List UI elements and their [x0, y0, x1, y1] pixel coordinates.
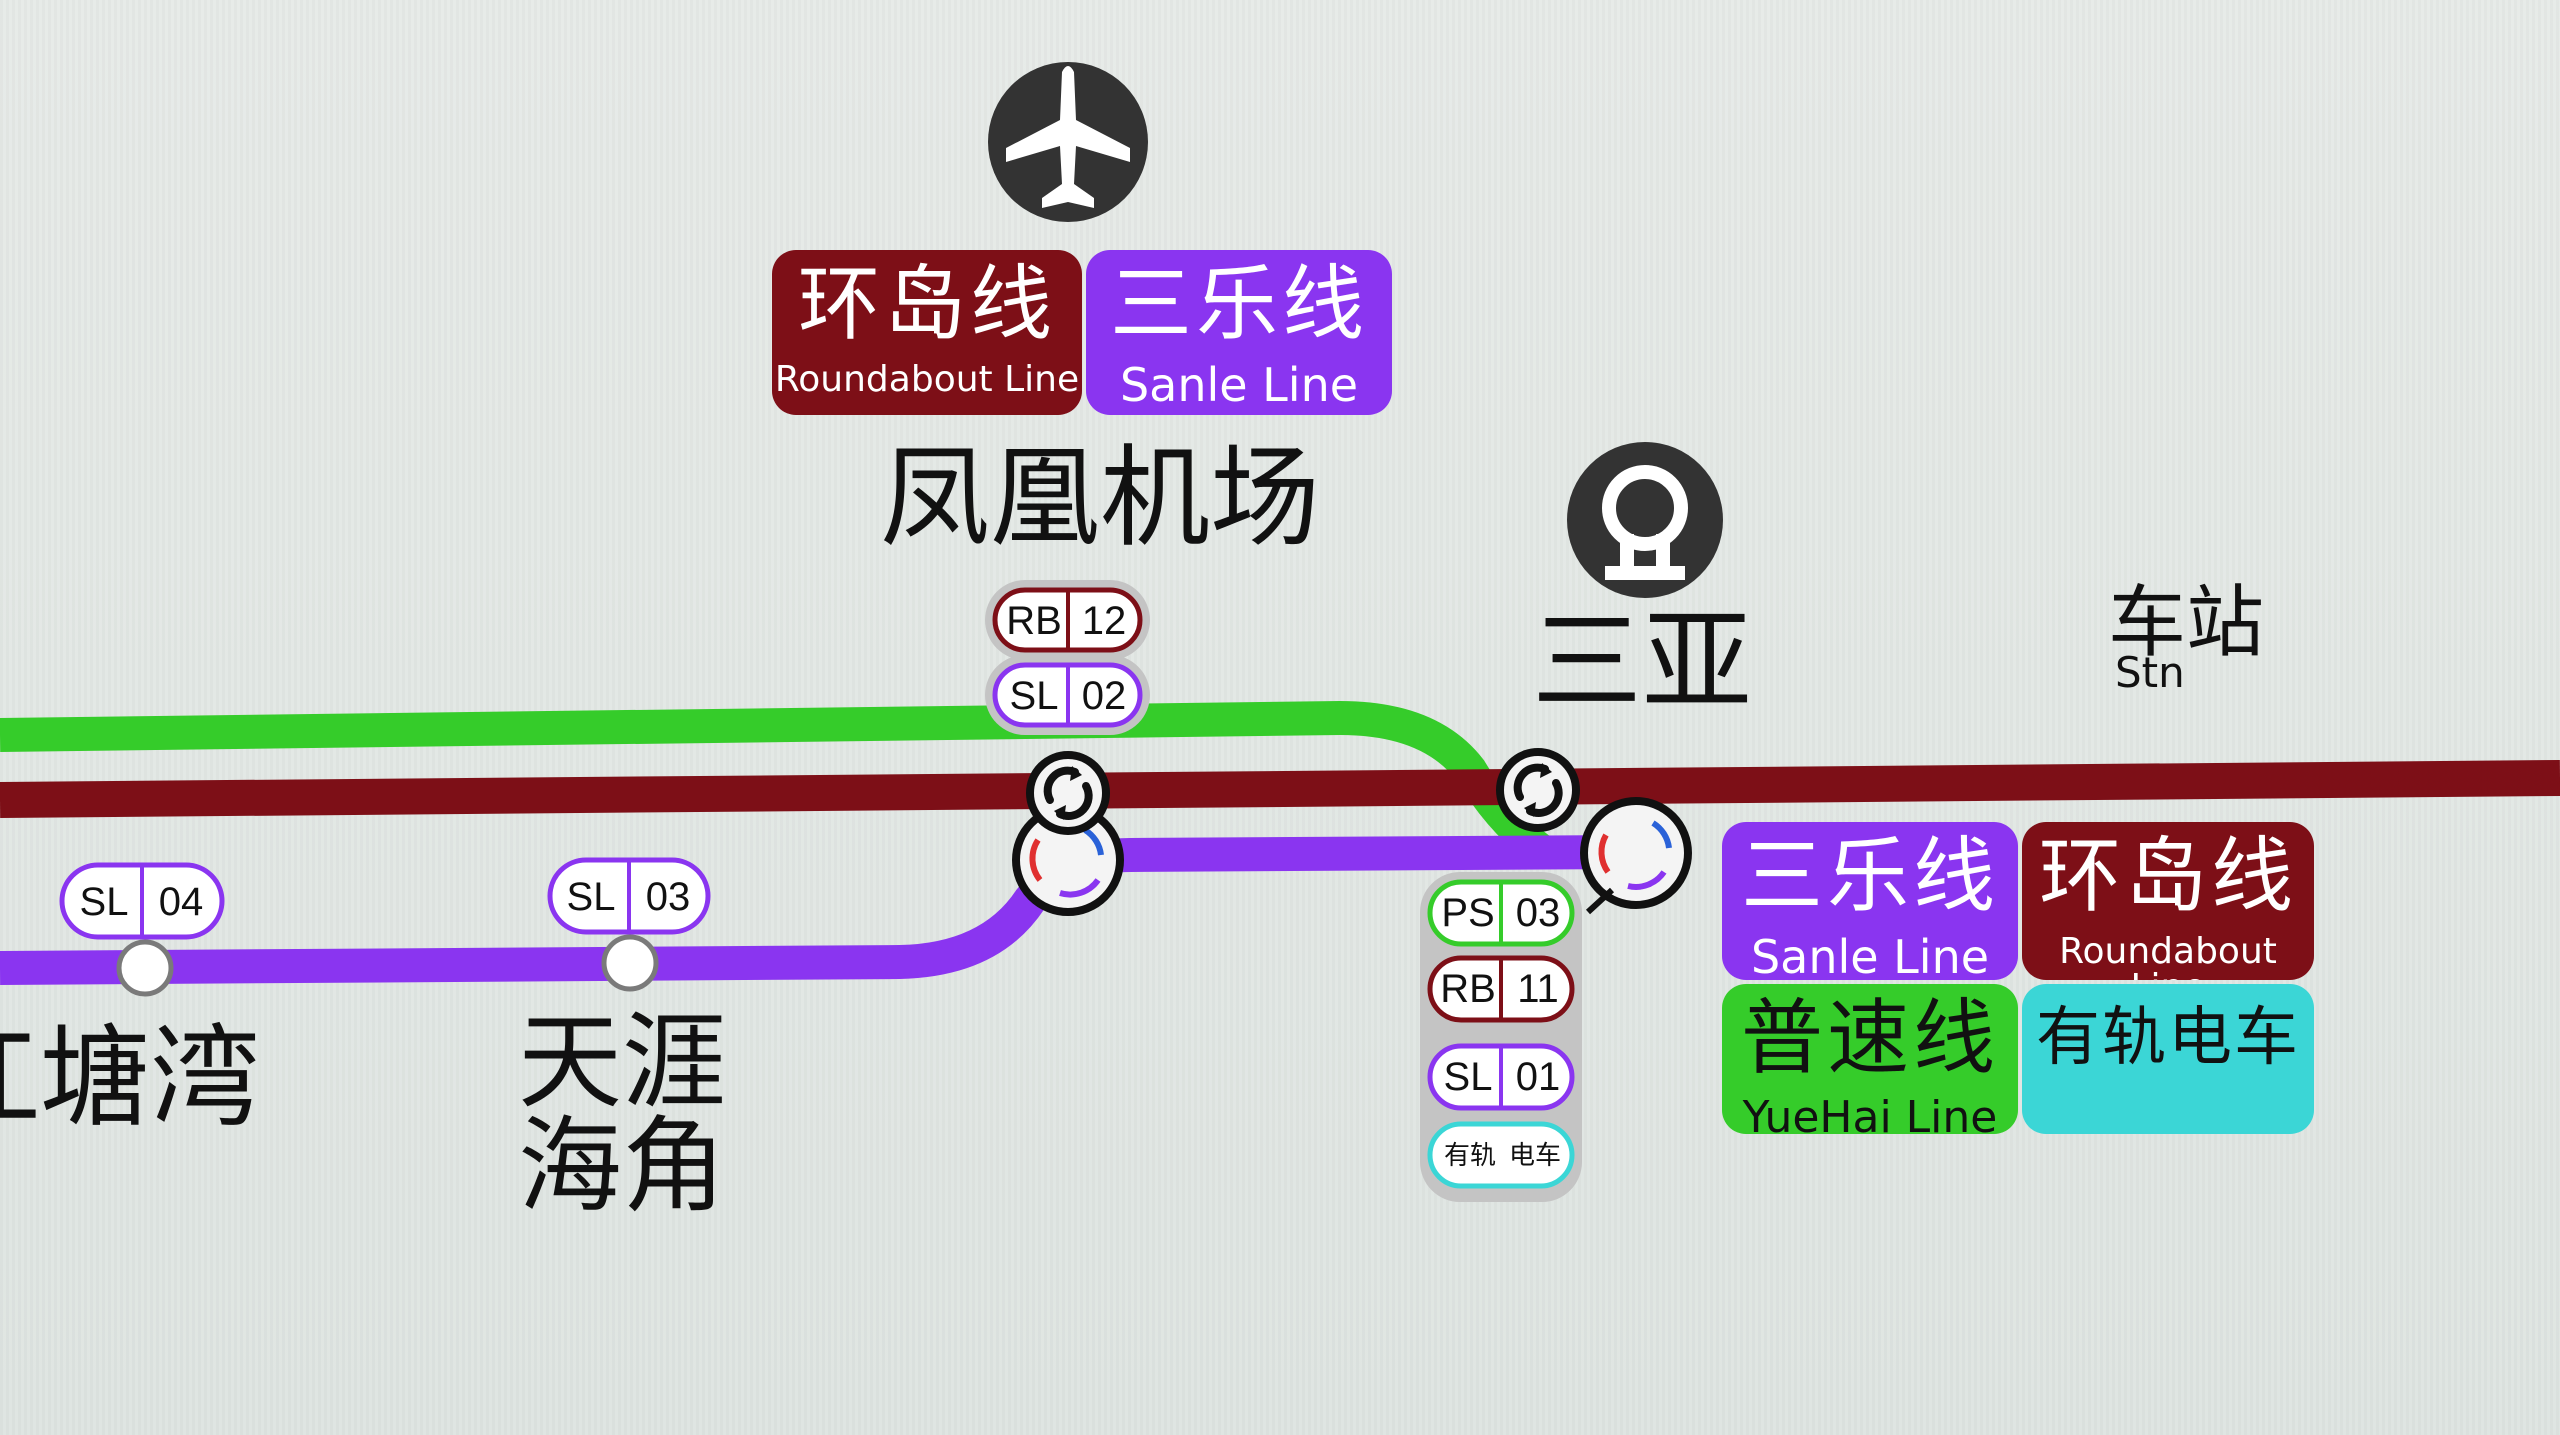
code-tag-rb12: RB 12 — [985, 580, 1150, 660]
sanle-line-track — [0, 835, 1631, 985]
legend-station-cn: 车站 — [2108, 578, 2265, 668]
badge-roundabout-top: 环岛线 Roundabout Line — [772, 250, 1082, 415]
code-line-sl04: SL — [80, 880, 129, 924]
code-line-rb11: RB — [1440, 967, 1496, 1011]
badge-tram-right: 有轨电车 — [2022, 984, 2314, 1134]
code-tag-ps03: PS 03 — [1427, 879, 1575, 947]
badge-sanle-top-cn: 三乐线 — [1109, 257, 1368, 352]
code-stack-sanya — [1420, 872, 1582, 1202]
code-tram-a: 有轨 — [1444, 1141, 1496, 1171]
interchange-fenghuang[interactable] — [1012, 751, 1124, 916]
badge-roundabout-right-en: Roundabout Line — [2059, 931, 2277, 981]
badge-sanle-right: 三乐线 Sanle Line — [1722, 822, 2018, 980]
code-line-sl01: SL — [1444, 1055, 1493, 1099]
code-num-sl04: 04 — [159, 880, 204, 924]
code-line-sl02: SL — [1010, 674, 1059, 718]
legend-station-en: Stn — [2115, 648, 2185, 697]
china-railway-icon — [1567, 442, 1723, 598]
station-name-sanya[interactable]: 三亚 — [1532, 598, 1752, 726]
interchange-icon — [1043, 766, 1093, 820]
code-tram-b: 电车 — [1509, 1141, 1561, 1171]
code-line-ps03: PS — [1441, 891, 1494, 935]
station-name-fenghuang[interactable]: 凤凰机场 — [880, 434, 1320, 562]
code-num-rb11: 11 — [1517, 967, 1559, 1011]
code-num-sl03: 03 — [646, 875, 691, 919]
interchange-icon — [1513, 763, 1563, 817]
roundabout-line-track — [0, 760, 2560, 818]
code-tag-sl03: SL 03 — [547, 857, 711, 935]
badge-roundabout-top-en: Roundabout Line — [774, 359, 1080, 400]
airplane-icon — [988, 62, 1148, 222]
code-tag-sl02: SL 02 — [985, 655, 1150, 735]
station-dot-tianya[interactable] — [601, 934, 659, 992]
code-line-sl03: SL — [567, 875, 616, 919]
badge-sanle-top: 三乐线 Sanle Line — [1086, 250, 1392, 415]
station-dot-jiangtang[interactable] — [116, 939, 174, 997]
yuehai-line-track — [0, 700, 1551, 864]
badge-roundabout-right: 环岛线 Roundabout Line — [2022, 822, 2314, 980]
station-name-tianya[interactable]: 天涯 海角 — [518, 1001, 727, 1227]
interchange-sanya[interactable] — [1496, 748, 1692, 915]
badge-sanle-right-cn: 三乐线 — [1740, 829, 1999, 924]
code-tag-tram: 有轨 电车 — [1427, 1121, 1575, 1189]
badge-tram-right-cn: 有轨电车 — [2036, 1001, 2300, 1075]
badge-roundabout-right-cn: 环岛线 — [2038, 829, 2297, 924]
badge-yuehai-right-en: YueHai Line — [1742, 1092, 1998, 1135]
code-num-rb12: 12 — [1082, 599, 1127, 643]
station-name-jiangtang[interactable]: 江塘湾 — [0, 1014, 260, 1142]
code-tag-rb11: RB 11 — [1427, 955, 1575, 1023]
code-tag-sl04: SL 04 — [59, 862, 225, 940]
badge-roundabout-top-cn: 环岛线 — [797, 257, 1056, 352]
code-tag-sl01: SL 01 — [1427, 1043, 1575, 1111]
code-num-sl02: 02 — [1082, 674, 1127, 718]
code-num-sl01: 01 — [1516, 1055, 1561, 1099]
code-num-ps03: 03 — [1516, 891, 1561, 935]
badge-yuehai-right-cn: 普速线 — [1740, 991, 1999, 1086]
badge-sanle-top-en: Sanle Line — [1119, 358, 1359, 412]
badge-yuehai-right: 普速线 YueHai Line — [1722, 984, 2018, 1134]
badge-sanle-right-en: Sanle Line — [1750, 930, 1990, 980]
code-line-rb12: RB — [1006, 599, 1062, 643]
